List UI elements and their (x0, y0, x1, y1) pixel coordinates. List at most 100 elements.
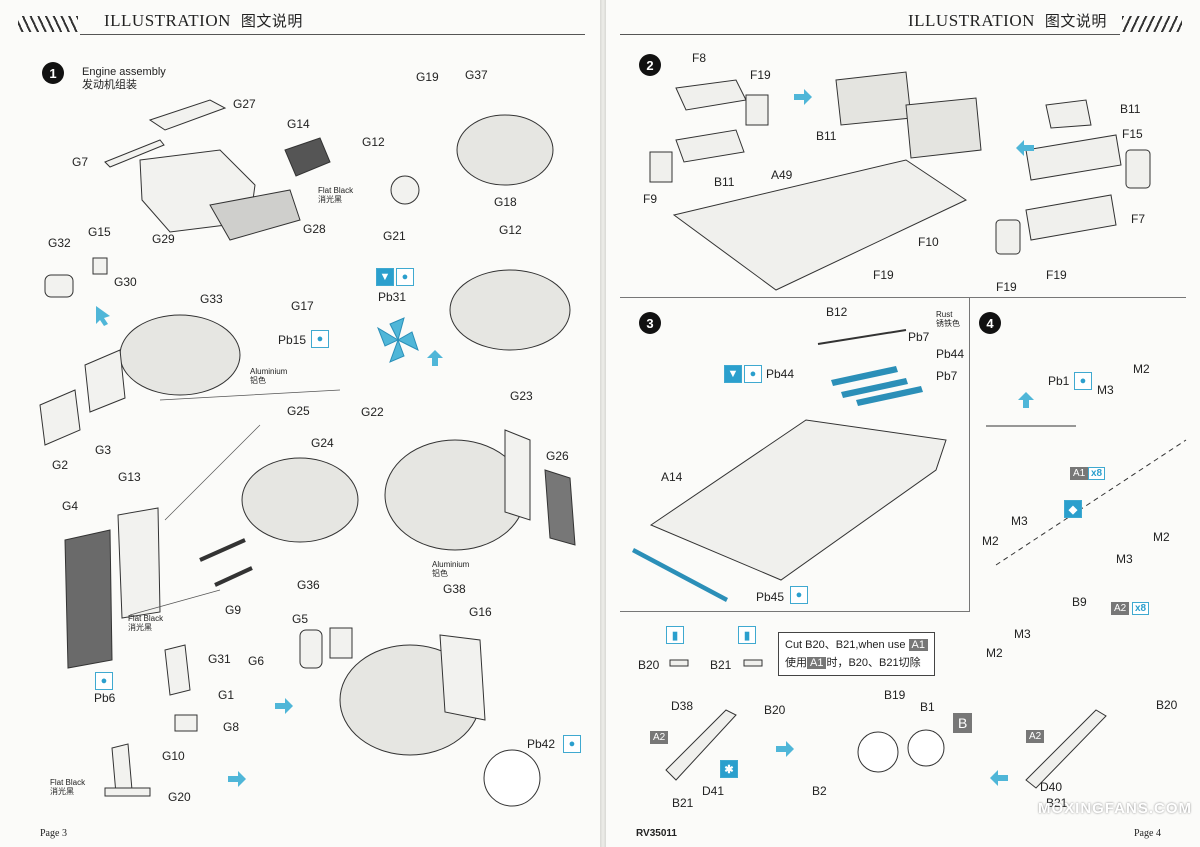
part-label: M3 (1011, 514, 1028, 528)
clear-paint-icon: ▼ (376, 268, 394, 286)
step-3-badge: 3 (639, 312, 661, 334)
part-label: B1 (920, 700, 935, 714)
paint-icon: ● (95, 672, 113, 690)
part-label: G22 (361, 405, 384, 419)
engine-assembly-drawing (39, 99, 576, 807)
part-label: G16 (469, 605, 492, 619)
step-1-badge: 1 (42, 62, 64, 84)
part-label: G4 (62, 499, 79, 513)
part-label: G29 (152, 232, 175, 246)
part-label: G15 (88, 225, 111, 239)
metal-paint-icon: ▮ (666, 626, 684, 644)
flip-icon: ◆ (1064, 500, 1082, 518)
part-label: G6 (248, 654, 265, 668)
part-label: A49 (771, 168, 793, 182)
part-label: F7 (1131, 212, 1146, 226)
part-label: M2 (982, 534, 999, 548)
paint-icon: ● (311, 330, 329, 348)
part-label: F8 (692, 51, 707, 65)
part-label: B2 (812, 784, 827, 798)
part-label: B20 (1156, 698, 1178, 712)
part-label: M3 (1014, 627, 1031, 641)
page-footer: Page 3 (40, 828, 67, 839)
part-label: G9 (225, 603, 242, 617)
paint-icon: ● (396, 268, 414, 286)
part-label: M2 (1153, 530, 1170, 544)
section-divider (969, 297, 970, 611)
step-diagrams (632, 71, 1187, 789)
part-label: Pb7 (908, 330, 930, 344)
part-label: M3 (1097, 383, 1114, 397)
page-gutter (600, 0, 606, 847)
variant-badge: B (953, 713, 973, 733)
part-label: G31 (208, 652, 231, 666)
header-rule (80, 34, 585, 35)
part-label: G28 (303, 222, 326, 236)
multiplier-badge: x8 (1088, 467, 1106, 480)
paint-icon: ● (744, 365, 762, 383)
part-label: A14 (661, 470, 683, 484)
part-label: Pb44 (766, 367, 795, 381)
part-label: F19 (873, 268, 894, 282)
cement-icon: ✱ (720, 760, 738, 778)
part-label: F19 (1046, 268, 1067, 282)
paint-icon: ● (1074, 372, 1092, 390)
part-label: B11 (1120, 102, 1141, 116)
part-label: G37 (465, 68, 488, 82)
variant-badge: A2 (1026, 730, 1045, 743)
part-label: Pb44 (936, 347, 965, 361)
part-label: G26 (546, 449, 569, 463)
part-label: B11 (714, 175, 735, 189)
part-label: G20 (168, 790, 191, 804)
part-label: Pb42 (527, 737, 556, 751)
part-label: G12 (499, 223, 522, 237)
part-label: G13 (118, 470, 141, 484)
part-label: G2 (52, 458, 69, 472)
variant-badge: A2 (650, 731, 669, 744)
paint-icon: ● (563, 735, 581, 753)
part-label: Pb1 (1048, 374, 1070, 388)
part-label: G24 (311, 436, 334, 450)
part-label: G14 (287, 117, 310, 131)
part-label: G25 (287, 404, 310, 418)
part-label: F10 (918, 235, 939, 249)
metal-paint-icon: ▮ (738, 626, 756, 644)
part-label: Pb7 (936, 369, 958, 383)
part-label: B21 (710, 658, 732, 672)
part-label: F9 (643, 192, 658, 206)
part-label: G32 (48, 236, 71, 250)
watermark: MOXINGFANS.COM (1037, 800, 1192, 817)
part-label: G1 (218, 688, 235, 702)
section-divider (620, 297, 1186, 298)
variant-badge: A1 (1070, 467, 1089, 480)
part-label: B20 (638, 658, 660, 672)
part-label: Pb15 (278, 333, 307, 347)
part-label: B20 (764, 703, 786, 717)
part-label: M2 (1133, 362, 1150, 376)
part-label: M2 (986, 646, 1003, 660)
part-label: G23 (510, 389, 533, 403)
part-label: D38 (671, 699, 694, 713)
part-label: B21 (672, 796, 694, 810)
part-label: G7 (72, 155, 89, 169)
part-label: F19 (750, 68, 771, 82)
part-label: D41 (702, 784, 725, 798)
page-footer: Page 4 (1134, 828, 1161, 839)
multiplier-badge: x8 (1132, 602, 1150, 615)
part-label: G30 (114, 275, 137, 289)
part-label: B19 (884, 688, 906, 702)
part-label: B12 (826, 305, 848, 319)
product-code: RV35011 (636, 828, 677, 839)
part-label: G3 (95, 443, 112, 457)
part-label: G21 (383, 229, 406, 243)
